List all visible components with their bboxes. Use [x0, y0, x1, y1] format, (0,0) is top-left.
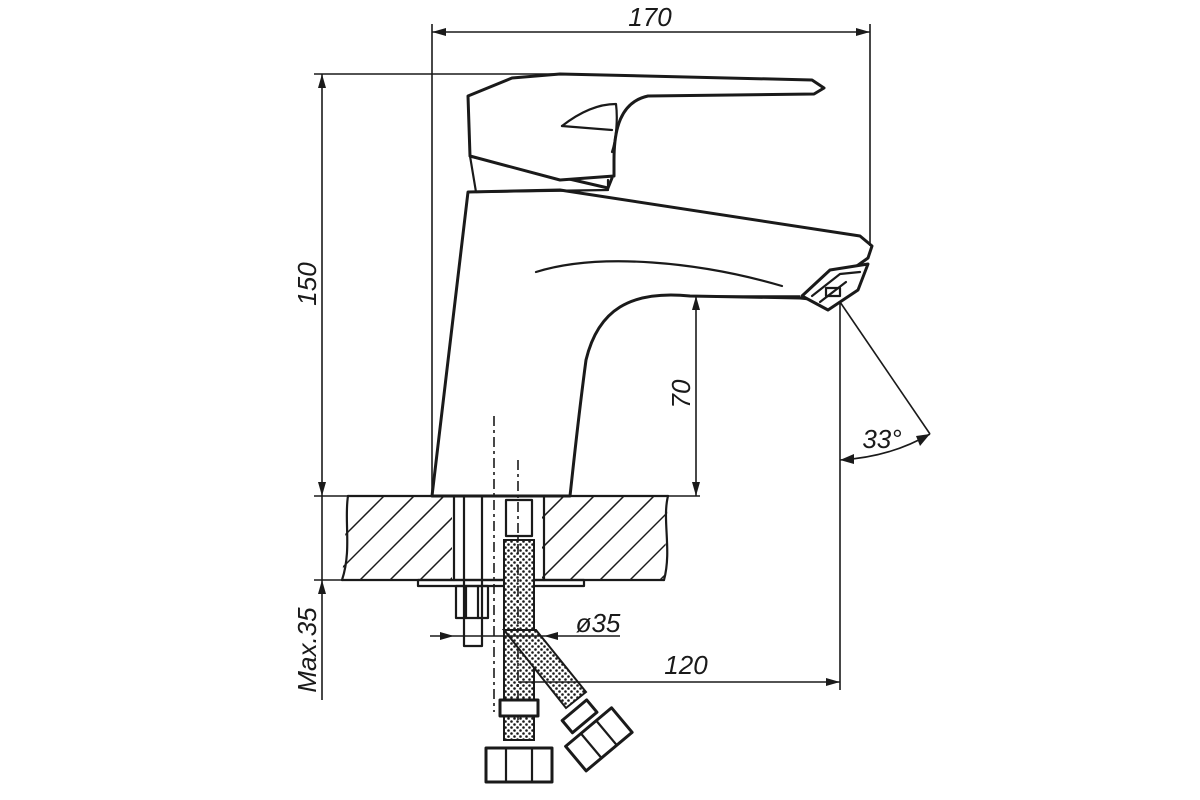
dimension-70: 70	[666, 295, 800, 497]
faucet-spout	[430, 188, 874, 498]
mounting-stud	[454, 416, 495, 712]
dimension-33-degrees: 33°	[839, 301, 931, 464]
dimension-33-label: 33°	[862, 424, 901, 454]
dimension-diameter-35: ø35	[430, 608, 621, 640]
dimension-170-label: 170	[628, 2, 672, 32]
dimension-120-label: 120	[664, 650, 708, 680]
dimension-120: 120	[518, 302, 841, 690]
faucet-handle	[466, 72, 826, 182]
dimension-max-35-label: Max.35	[292, 607, 322, 693]
dimension-150-label: 150	[292, 262, 322, 306]
dimension-150: 150	[292, 73, 560, 497]
handle-lever	[466, 72, 826, 182]
dimension-170: 170	[431, 2, 871, 496]
dimension-max-35: Max.35	[292, 496, 342, 700]
dimension-70-label: 70	[666, 379, 696, 408]
dimension-diameter-35-label: ø35	[576, 608, 621, 638]
